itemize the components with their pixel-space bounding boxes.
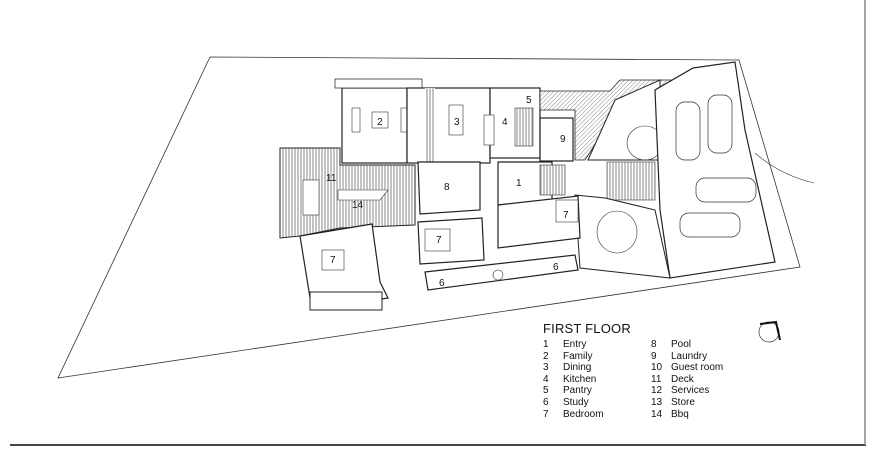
legend-number: 14: [651, 408, 663, 420]
cars: [675, 94, 757, 238]
services-block: [309, 291, 383, 311]
dining-table: [448, 104, 464, 136]
legend-label: Store: [671, 396, 695, 408]
bed: [424, 228, 451, 252]
entry-stairs: [539, 164, 566, 196]
front-stairs: [606, 161, 656, 201]
bbq-counter: [337, 189, 389, 201]
legend-column-right: 8 Pool 9 Laundry 10 Guest room 11 Deck 12 Ser…: [651, 339, 759, 420]
kitchen-island: [483, 114, 495, 146]
legend-number: 11: [651, 373, 662, 385]
legend-label: Bbq: [671, 408, 689, 420]
room-label-entry: 1: [516, 178, 522, 189]
legend-item: 8 Pool: [651, 339, 759, 351]
room-label-bedroom: 7: [436, 235, 442, 246]
legend-label: Study: [563, 396, 589, 408]
room-label-bbq: 14: [352, 200, 364, 211]
legend-label: Pool: [671, 339, 692, 350]
legend-number: 9: [651, 350, 657, 362]
car: [707, 94, 733, 154]
legend-number: 7: [543, 408, 549, 420]
legend-label: Guest room: [671, 362, 724, 374]
car: [679, 212, 741, 238]
legend-item: 11 Deck: [651, 374, 759, 386]
dining-room: [406, 87, 491, 164]
deck-table: [302, 179, 320, 216]
room-label-kitchen: 4: [502, 117, 508, 128]
north-arrow-icon: [758, 320, 781, 343]
legend-number: 13: [651, 396, 663, 408]
study-strip: [424, 254, 579, 291]
room-label-bedroom: 7: [330, 255, 336, 266]
site-boundary: [57, 56, 801, 379]
car: [675, 101, 701, 161]
legend-item: 10 Guest room: [651, 362, 759, 374]
driveway-curve: [754, 152, 815, 184]
legend-item: 6 Study: [543, 397, 651, 409]
legend-number: 1: [543, 339, 549, 350]
family-window: [334, 78, 423, 89]
laundry: [539, 117, 574, 162]
pool: [417, 161, 481, 215]
legend-label: Laundry: [671, 350, 708, 362]
legend: FIRST FLOOR 1 Entry 2 Family 3 Dining 4 Kitc…: [543, 321, 759, 420]
car: [695, 177, 757, 203]
dining-stair-strip: [425, 88, 435, 163]
legend-number: 3: [543, 362, 549, 374]
bed: [321, 249, 345, 271]
legend-item: 13 Store: [651, 397, 759, 409]
plan-title: FIRST FLOOR: [543, 321, 631, 336]
front-court: [574, 194, 671, 279]
legend-item: 1 Entry: [543, 339, 651, 351]
legend-number: 4: [543, 373, 549, 385]
legend-number: 8: [651, 339, 657, 350]
room-label-pantry: 5: [526, 95, 532, 106]
study-column: [492, 269, 504, 281]
legend-label: Entry: [563, 339, 587, 350]
kitchen-stairs: [514, 107, 534, 147]
legend-label: Dining: [563, 362, 592, 374]
sofa-left: [351, 107, 361, 133]
legend-number: 12: [651, 385, 663, 397]
room-label-study: 6: [439, 278, 445, 289]
legend-item: 12 Services: [651, 385, 759, 397]
legend-number: 2: [543, 350, 549, 362]
front-planter: [596, 210, 638, 254]
room-label-study: 6: [553, 262, 559, 273]
legend-label: Deck: [671, 373, 694, 385]
legend-item: 4 Kitchen: [543, 374, 651, 386]
room-label-bedroom: 7: [563, 210, 569, 221]
legend-item: 9 Laundry: [651, 351, 759, 363]
legend-item: 5 Pantry: [543, 385, 651, 397]
bed: [555, 199, 579, 223]
room-label-dining: 3: [454, 117, 460, 128]
legend-number: 5: [543, 385, 549, 397]
coffee-table: [371, 111, 389, 129]
legend-label: Bedroom: [563, 408, 604, 420]
room-label-laundry: 9: [560, 134, 566, 145]
room-label-deck: 11: [326, 173, 337, 184]
legend-item: 7 Bedroom: [543, 409, 651, 421]
legend-item: 14 Bbq: [651, 409, 759, 421]
legend-label: Services: [671, 385, 710, 397]
legend-label: Pantry: [563, 385, 592, 397]
room-label-pool: 8: [444, 182, 450, 193]
legend-number: 6: [543, 396, 549, 408]
legend-item: 2 Family: [543, 351, 651, 363]
legend-label: Family: [563, 350, 593, 362]
room-label-family: 2: [377, 117, 383, 128]
garage: [654, 61, 776, 279]
legend-item: 3 Dining: [543, 362, 651, 374]
legend-label: Kitchen: [563, 373, 597, 385]
legend-number: 10: [651, 362, 663, 374]
